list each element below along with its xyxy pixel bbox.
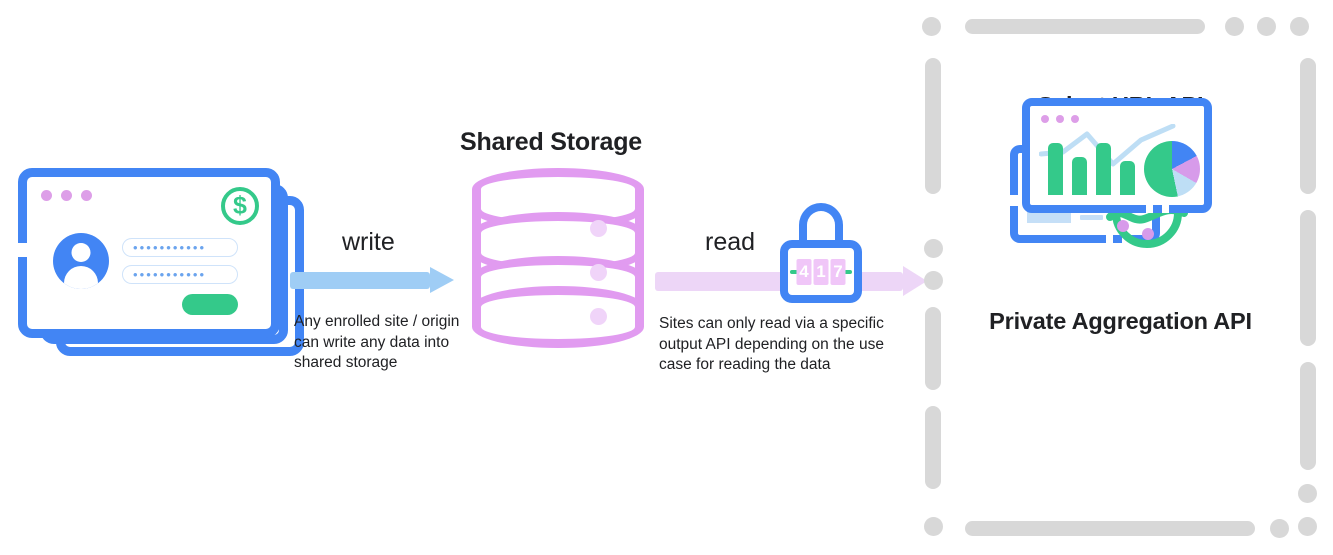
pie-chart-icon [1144, 141, 1200, 197]
window-notch [1162, 205, 1169, 213]
panel-border-dash [1290, 17, 1309, 36]
write-arrow-head [430, 267, 454, 293]
write-label: write [342, 228, 395, 256]
write-flow-group: write Any enrolled site / origin can wri… [290, 228, 465, 388]
panel-border-dash [1300, 58, 1316, 194]
db-record-dot [590, 308, 607, 325]
chart-bar [1072, 157, 1087, 195]
db-seam [554, 181, 562, 190]
window-controls-dots [1041, 115, 1079, 123]
db-record-dot [590, 220, 607, 237]
window-dot [81, 190, 92, 201]
shared-storage-database-icon [472, 168, 644, 348]
avatar-body [64, 266, 98, 289]
combination-lock-icon: 4 1 7 [780, 203, 862, 303]
lock-dash-right [844, 269, 852, 274]
read-arrow-head [903, 266, 927, 296]
panel-border-dash [1300, 210, 1316, 346]
panel-border-dash [925, 307, 941, 390]
write-caption: Any enrolled site / origin can write any… [294, 313, 460, 372]
db-record-dot [590, 264, 607, 281]
panel-border-dash [1225, 17, 1244, 36]
window-notch [1146, 205, 1153, 213]
source-windows-stack: $ ••••••••••• ••••••••••• [18, 168, 308, 363]
panel-border-dash [1300, 362, 1316, 470]
lock-dash-left [790, 269, 798, 274]
read-arrow-shaft [655, 272, 903, 291]
panel-border-dash [922, 17, 941, 36]
shared-storage-title: Shared Storage [460, 128, 642, 156]
read-label: read [705, 228, 756, 256]
chart-bar [1096, 143, 1111, 195]
panel-border-dash [924, 271, 943, 290]
panel-border-dash [924, 239, 943, 258]
dollar-symbol: $ [233, 191, 247, 220]
chart-window-icon [1022, 98, 1212, 213]
panel-border-dash [924, 517, 943, 536]
window-notch [1010, 195, 1018, 206]
password-field[interactable]: ••••••••••• [122, 265, 238, 284]
chart-bar [1120, 161, 1135, 195]
window-controls-dots [41, 190, 92, 201]
panel-border-dash [1298, 517, 1317, 536]
chart-bar [1048, 143, 1063, 195]
panel-border-dash [1270, 519, 1289, 538]
user-avatar-icon [53, 233, 109, 289]
lock-body: 4 1 7 [780, 240, 862, 303]
panel-border-dash [965, 521, 1255, 536]
output-apis-panel: Select URL API [922, 14, 1319, 541]
lock-shackle [799, 203, 843, 251]
private-aggregation-api-illustration [1022, 98, 1212, 213]
window-dot [61, 190, 72, 201]
window-dot [41, 190, 52, 201]
username-field[interactable]: ••••••••••• [122, 238, 238, 257]
content-text-line [1080, 215, 1103, 220]
dollar-circle-icon: $ [221, 187, 259, 225]
read-caption: Sites can only read via a specific outpu… [659, 315, 884, 374]
avatar-head [71, 243, 91, 262]
panel-border-dash [965, 19, 1205, 34]
flask-particle [1117, 220, 1129, 232]
browser-window-front: $ ••••••••••• ••••••••••• [18, 168, 280, 338]
lock-code: 4 1 7 [796, 258, 846, 285]
panel-border-dash [1257, 17, 1276, 36]
private-aggregation-api-title: Private Aggregation API [989, 308, 1252, 334]
flask-particle [1142, 228, 1154, 240]
window-dot [1041, 115, 1049, 123]
lock-digit-2: 1 [813, 258, 829, 285]
lock-digit-1: 4 [796, 258, 812, 285]
submit-button[interactable] [182, 294, 238, 315]
write-arrow-shaft [290, 272, 430, 289]
db-layer-bottom [472, 286, 644, 348]
window-dot [1056, 115, 1064, 123]
panel-border-dash [1298, 484, 1317, 503]
panel-border-dash [925, 406, 941, 489]
window-notch [18, 243, 27, 257]
lock-digit-3: 7 [830, 258, 846, 285]
panel-border-dash [925, 58, 941, 194]
window-dot [1071, 115, 1079, 123]
window-notch [1106, 235, 1113, 243]
